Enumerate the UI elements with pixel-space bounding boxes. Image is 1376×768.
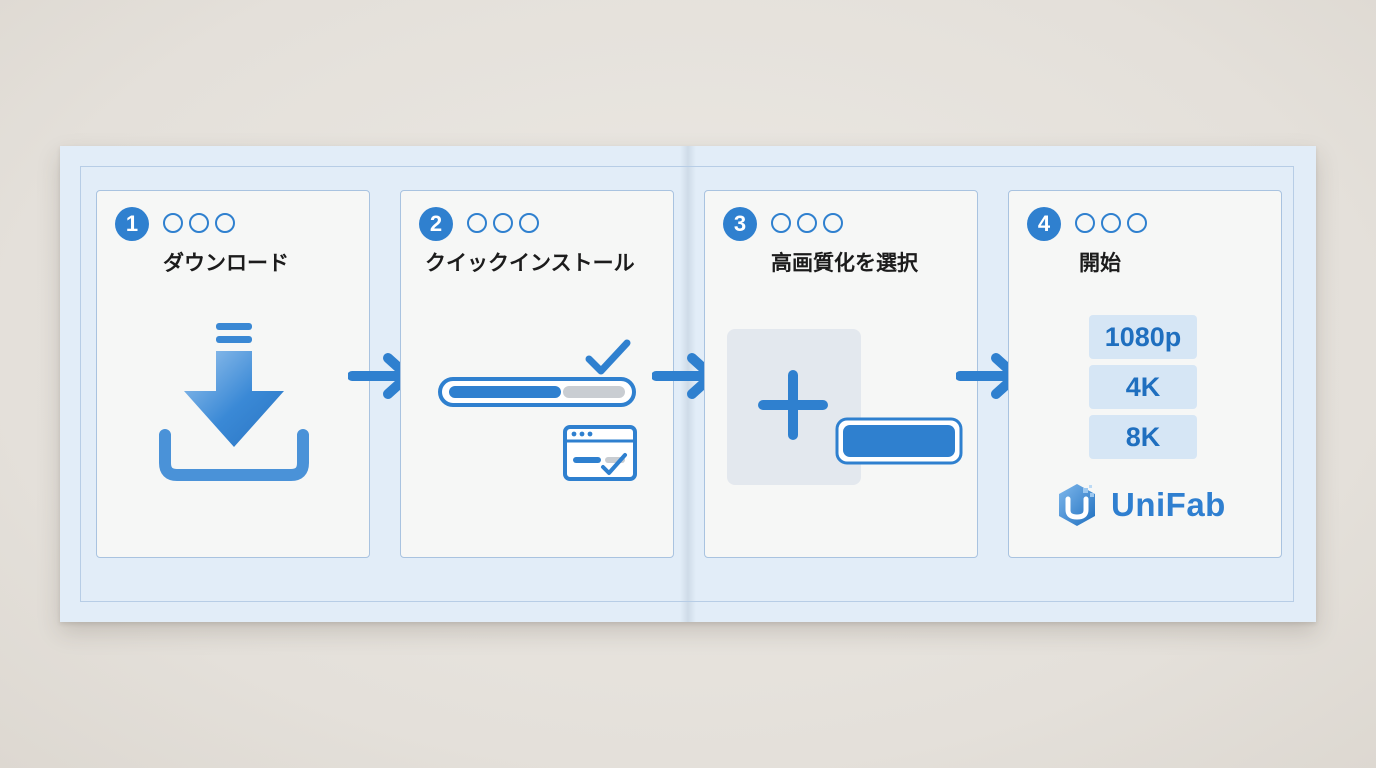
dot-icon: [493, 213, 513, 233]
step-title: 開始: [1079, 251, 1121, 275]
dot-icon: [163, 213, 183, 233]
dot-icon: [823, 213, 843, 233]
step-number-badge: 4: [1027, 207, 1061, 241]
step-dots: [163, 213, 235, 235]
step-title: 高画質化を選択: [771, 251, 918, 275]
dot-icon: [1075, 213, 1095, 233]
dot-icon: [519, 213, 539, 233]
brochure-frame: [80, 166, 1294, 602]
step-dots: [771, 213, 843, 235]
install-progress-icon: [438, 339, 637, 481]
dot-icon: [215, 213, 235, 233]
brand-name: UniFab: [1111, 486, 1226, 523]
dot-icon: [467, 213, 487, 233]
resolution-1080p-badge: 1080p: [1089, 315, 1197, 359]
dot-icon: [771, 213, 791, 233]
dot-icon: [189, 213, 209, 233]
brochure-fold: [680, 146, 696, 622]
download-icon: [159, 323, 309, 481]
step-number-badge: 2: [419, 207, 453, 241]
step-dots: [467, 213, 539, 235]
step-card-start: 4 開始 1080p 4K 8K: [1008, 190, 1282, 558]
step-title: クイックインストール: [425, 251, 635, 275]
dot-icon: [1101, 213, 1121, 233]
resolution-4k-badge: 4K: [1089, 365, 1197, 409]
dot-icon: [797, 213, 817, 233]
step-number-badge: 1: [115, 207, 149, 241]
add-selection-icon: [727, 329, 963, 485]
step-dots: [1075, 213, 1147, 235]
step-card-install: 2 クイックインストール: [400, 190, 674, 558]
dot-icon: [1127, 213, 1147, 233]
brand-logo: UniFab: [1053, 481, 1226, 529]
step-number-badge: 3: [723, 207, 757, 241]
brochure: 1 ダウンロード 2: [60, 146, 1316, 622]
step-card-download: 1 ダウンロード: [96, 190, 370, 558]
resolution-8k-badge: 8K: [1089, 415, 1197, 459]
unifab-logo-icon: [1059, 484, 1095, 526]
step-card-select-enhance: 3 高画質化を選択: [704, 190, 978, 558]
step-title: ダウンロード: [163, 251, 289, 275]
